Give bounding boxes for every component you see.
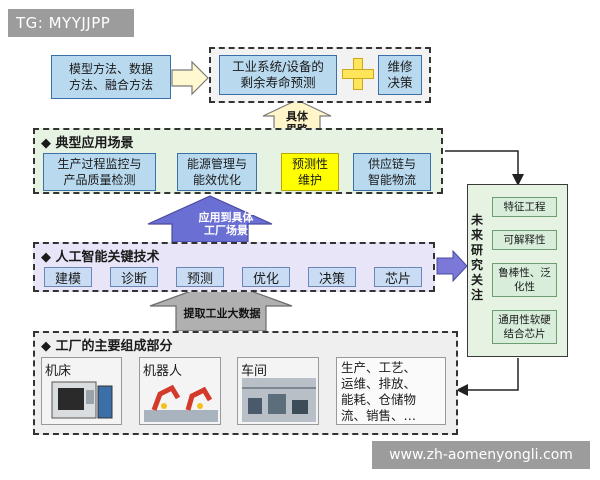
ai-item-optimization: 优化 bbox=[242, 267, 290, 287]
future-title-char: 研 bbox=[470, 243, 483, 257]
decision-line-2: 决策 bbox=[387, 75, 413, 90]
methods-line-1: 模型方法、数据 bbox=[68, 62, 153, 76]
scenes-title: ◆ 典型应用场景 bbox=[41, 136, 134, 151]
future-title-char: 关 bbox=[470, 273, 483, 287]
workshop-card: 车间 bbox=[237, 357, 319, 425]
scene-item-predictive: 预测性维护 bbox=[281, 153, 339, 191]
future-title: 未来研究关注 bbox=[470, 213, 484, 303]
future-item-feature: 特征工程 bbox=[492, 197, 557, 217]
methods-line-2: 方法、融合方法 bbox=[68, 78, 153, 92]
future-title-char: 未 bbox=[470, 213, 483, 227]
scene-item-monitoring-line-1: 生产过程监控与 bbox=[57, 157, 142, 171]
ai-item-prediction: 预测 bbox=[176, 267, 224, 287]
extract-label: 提取工业大数据 bbox=[183, 307, 261, 320]
ai-item-diagnosis: 诊断 bbox=[110, 267, 158, 287]
rul-line-1: 工业系统/设备的 bbox=[232, 59, 324, 74]
workshop-label: 车间 bbox=[241, 364, 268, 379]
approach-label-line-1: 具体 bbox=[286, 110, 308, 123]
factory-text-line-1: 生产、工艺、 bbox=[341, 360, 417, 375]
apply-label-line-2: 工厂场景 bbox=[204, 224, 248, 237]
future-item-explainability: 可解释性 bbox=[492, 230, 557, 250]
scene-item-monitoring-line-2: 产品质量检测 bbox=[63, 173, 136, 187]
future-title-char: 注 bbox=[470, 288, 483, 302]
factory-text-line-2: 运维、排放、 bbox=[341, 376, 417, 391]
apply-label-line-1: 应用到具体 bbox=[198, 211, 254, 224]
scene-item-monitoring: 生产过程监控与产品质量检测 bbox=[43, 153, 156, 191]
robot-label: 机器人 bbox=[143, 364, 183, 379]
decision-line-1: 维修 bbox=[387, 59, 413, 74]
scene-item-supply-line-1: 供应链与 bbox=[367, 157, 416, 171]
machine-tool-card: 机床 bbox=[41, 357, 122, 425]
watermark-url: www.zh-aomenyongli.com bbox=[372, 441, 590, 469]
scene-item-energy: 能源管理与能效优化 bbox=[177, 153, 257, 191]
future-item-chip: 通用性软硬结合芯片 bbox=[492, 310, 557, 344]
rul-box: 工业系统/设备的剩余寿命预测 bbox=[219, 55, 337, 95]
future-title-char: 来 bbox=[470, 228, 483, 242]
machine-tool-icon bbox=[51, 381, 113, 419]
future-item-robustness: 鲁棒性、泛化性 bbox=[492, 263, 557, 297]
scene-item-supply-line-2: 智能物流 bbox=[367, 173, 416, 187]
ai-item-decision: 决策 bbox=[308, 267, 356, 287]
plus-icon bbox=[340, 56, 376, 92]
ai-item-modeling: 建模 bbox=[44, 267, 92, 287]
ai-frame bbox=[33, 242, 435, 292]
connector-future-to-factory bbox=[456, 358, 519, 396]
robot-card: 机器人 bbox=[139, 357, 221, 425]
ai-title: ◆ 人工智能关键技术 bbox=[41, 250, 160, 265]
scene-item-predictive-line-1: 预测性 bbox=[291, 157, 328, 171]
machine-tool-label: 机床 bbox=[45, 364, 72, 379]
robot-icon bbox=[144, 384, 218, 422]
methods-box: 模型方法、数据方法、融合方法 bbox=[51, 55, 171, 99]
scene-item-energy-line-2: 能效优化 bbox=[192, 173, 241, 187]
workshop-icon bbox=[242, 378, 316, 422]
scene-item-energy-line-1: 能源管理与 bbox=[186, 157, 247, 171]
ai-item-chip: 芯片 bbox=[374, 267, 422, 287]
factory-text-line-4: 流、销售、… bbox=[341, 408, 417, 423]
scene-item-supply: 供应链与智能物流 bbox=[353, 153, 431, 191]
factory-title: ◆ 工厂的主要组成部分 bbox=[41, 339, 173, 354]
apply-label: 应用到具体 工厂场景 bbox=[176, 211, 276, 237]
methods-arrow bbox=[171, 60, 209, 96]
future-title-char: 究 bbox=[470, 258, 483, 272]
ai-right-arrow bbox=[436, 249, 468, 283]
source-tag: TG: MYYJJPP bbox=[8, 9, 134, 37]
rul-line-2: 剩余寿命预测 bbox=[240, 75, 316, 90]
scene-item-predictive-line-2: 维护 bbox=[297, 173, 322, 187]
factory-text-card: 生产、工艺、 运维、排放、 能耗、仓储物 流、销售、… bbox=[336, 357, 446, 425]
factory-up-arrow bbox=[149, 279, 293, 332]
factory-text-line-3: 能耗、仓储物 bbox=[341, 392, 417, 407]
ai-up-arrow bbox=[147, 195, 273, 243]
connector-rul-to-future bbox=[445, 150, 524, 186]
decision-box: 维修决策 bbox=[378, 55, 422, 95]
scene-up-arrow bbox=[262, 99, 332, 130]
